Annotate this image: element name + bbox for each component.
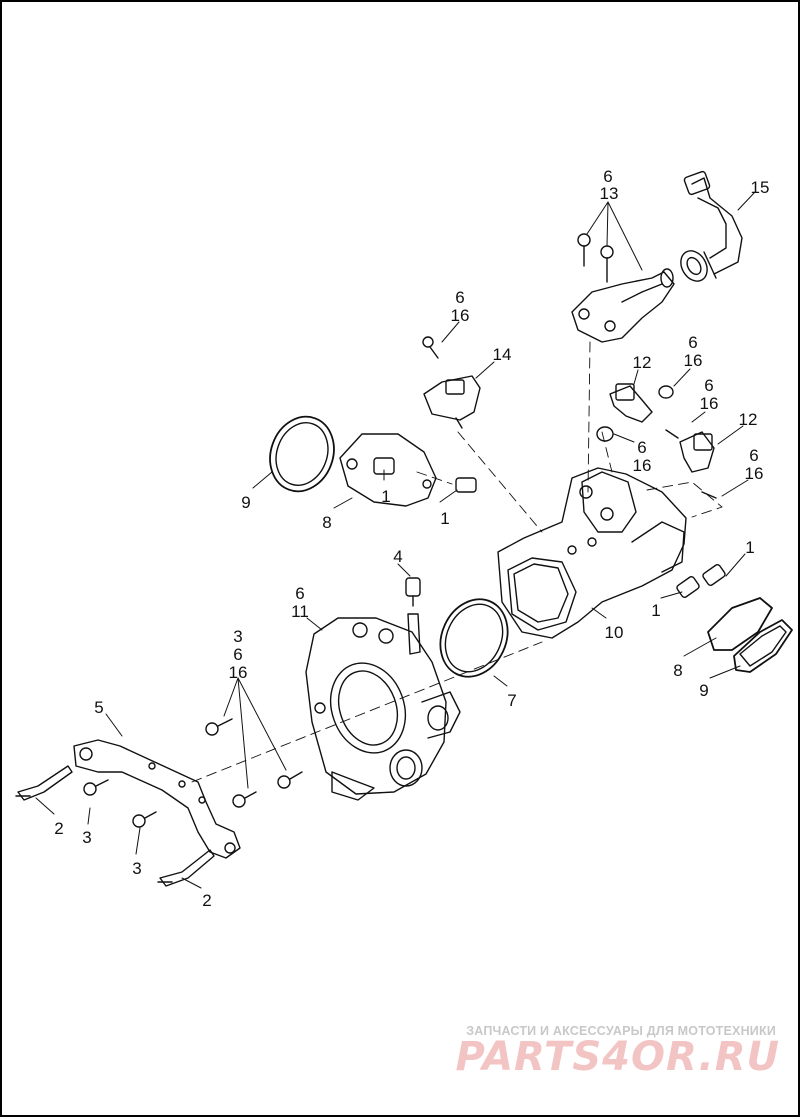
callout-3: 3 [82,828,92,847]
callout-7: 7 [507,691,517,710]
callout-1: 1 [440,509,450,528]
callout-16: 16 [228,663,248,682]
callout-1: 1 [745,538,755,557]
sensor-part-14 [422,336,481,429]
callout-4: 4 [393,547,403,566]
gasket-upper-part-8 [339,433,477,507]
fitting-part-4 [405,577,421,607]
callout-6: 6 [704,376,714,395]
fuel-rail-part-13 [571,233,675,343]
callout-6: 6 [688,333,698,352]
fuel-hose-part-15 [680,170,743,282]
callout-6: 6 [603,167,613,186]
screws-part-3 [83,718,303,828]
callout-16: 16 [683,351,703,370]
callout-3: 3 [233,627,243,646]
callout-14: 14 [492,345,512,364]
callout-9: 9 [241,493,251,512]
callout-12: 12 [632,353,652,372]
callout-8: 8 [673,661,683,680]
watermark-caption: ЗАПЧАСТИ И АКСЕССУАРЫ ДЛЯ МОТОТЕХНИКИ [466,1024,776,1038]
callout-6: 6 [749,446,759,465]
callout-2: 2 [54,819,64,838]
leader-lines [35,191,756,889]
callout-16: 16 [744,464,764,483]
bracket-part-5 [73,739,241,859]
manifold-part-10 [497,467,687,639]
callout-3: 3 [132,859,142,878]
callout-5: 5 [94,698,104,717]
stud-upper-part-2 [15,765,73,801]
injector-lower-part-12 [665,429,717,499]
callout-15: 15 [750,178,770,197]
oring-upper-part-9 [269,415,335,493]
assembly-centerlines [191,341,723,783]
callout-16: 16 [450,306,470,325]
stud-lower-part-2 [157,849,215,887]
throttle-body-part-11 [305,613,461,801]
injector-upper-part-12 [596,383,674,442]
callout-16: 16 [699,394,719,413]
watermark-logo: PARTS4OR.RU [455,1034,780,1080]
callout-6: 6 [455,288,465,307]
callout-6: 6 [637,438,647,457]
callout-1: 1 [381,487,391,506]
callout-12: 12 [738,410,758,429]
oring-part-7 [439,598,509,678]
callout-8: 8 [322,513,332,532]
gasket-lower-part-8 [676,564,773,651]
callout-1: 1 [651,601,661,620]
callout-6: 6 [233,645,243,664]
callout-9: 9 [699,681,709,700]
callout-6: 6 [295,584,305,603]
callout-2: 2 [202,891,212,910]
callout-13: 13 [599,184,619,203]
callout-16: 16 [632,456,652,475]
callout-11: 11 [291,602,309,621]
callout-10: 10 [604,623,624,642]
oring-lower-part-9 [733,619,793,673]
